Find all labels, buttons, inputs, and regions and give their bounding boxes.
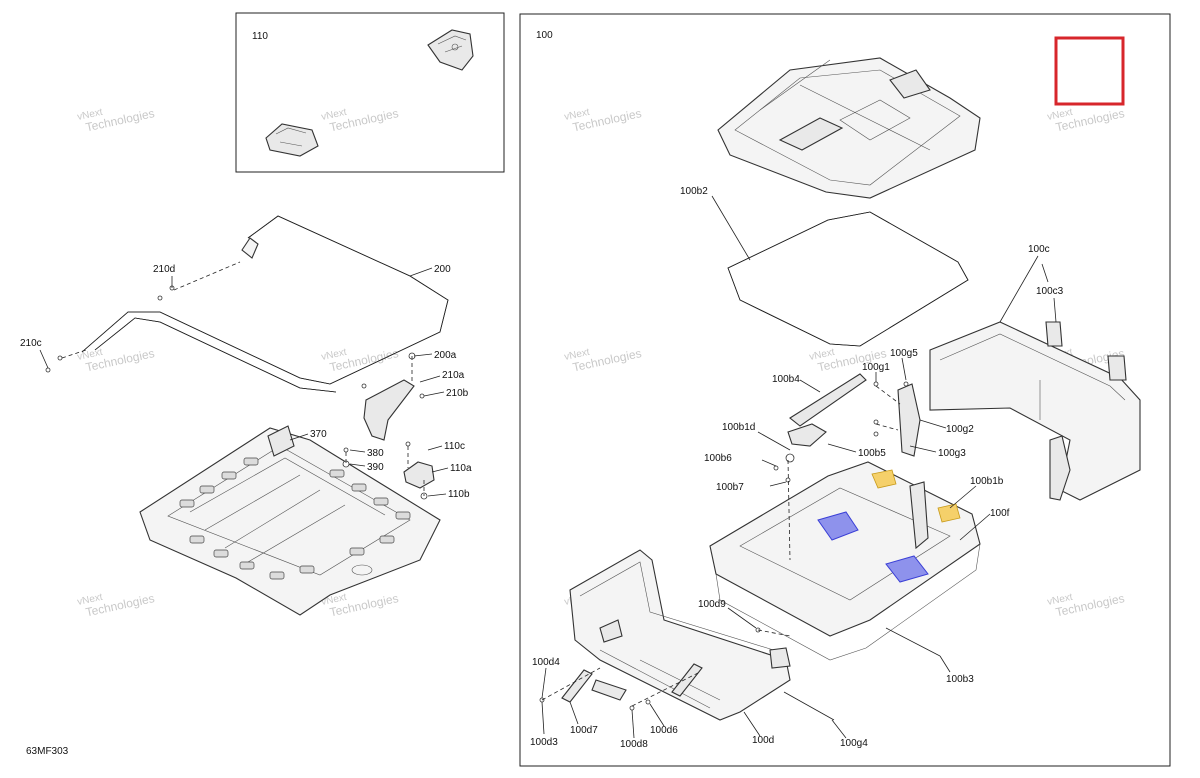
leader-lines <box>39 195 1057 739</box>
callout-100d: 100d <box>752 735 774 746</box>
callout-100g5: 100g5 <box>890 348 918 359</box>
main-panel-border <box>519 13 1171 767</box>
callout-100b1d: 100b1d <box>722 422 755 433</box>
rod-part <box>885 627 941 657</box>
right-wall-part <box>929 321 1141 501</box>
callout-100c3: 100c3 <box>1036 286 1064 297</box>
callout-390: 390 <box>367 462 384 473</box>
mounting-bracket-part <box>363 379 415 441</box>
highlight-box <box>1054 36 1125 106</box>
watermark-small: vNext <box>320 107 348 123</box>
rack-frame-part <box>81 215 449 393</box>
callout-370: 370 <box>310 429 327 440</box>
callout-210b: 210b <box>446 388 469 399</box>
tie-down-bracket-part <box>265 123 319 157</box>
watermark-small: vNext <box>563 347 591 363</box>
latch-part <box>897 383 921 457</box>
callout-210c: 210c <box>20 338 42 349</box>
callout-210d: 210d <box>153 264 175 275</box>
lid-part <box>717 57 981 199</box>
callout-100b7: 100b7 <box>716 482 744 493</box>
callout-100d3: 100d3 <box>530 737 558 748</box>
strap-part <box>787 373 867 447</box>
seal-part <box>727 211 969 347</box>
watermark-small: vNext <box>76 107 104 123</box>
assembly-lines <box>61 261 901 707</box>
callout-100b1b: 100b1b <box>970 476 1004 487</box>
diagram-code: 63MF303 <box>26 746 69 757</box>
callout-100b2: 100b2 <box>680 186 708 197</box>
callout-210a: 210a <box>442 370 465 381</box>
clip-part <box>403 461 435 489</box>
inset-panel-border <box>235 12 505 173</box>
callout-100d9: 100d9 <box>698 599 726 610</box>
callout-380: 380 <box>367 448 384 459</box>
callout-100c: 100c <box>1028 244 1050 255</box>
callout-100d6: 100d6 <box>650 725 678 736</box>
callout-100d8: 100d8 <box>620 739 648 750</box>
watermark-small: vNext <box>1046 592 1074 608</box>
rod-part <box>783 691 835 721</box>
callout-100g3: 100g3 <box>938 448 966 459</box>
callout-200: 200 <box>434 264 451 275</box>
callout-100b3: 100b3 <box>946 674 974 685</box>
watermark-small: vNext <box>808 347 836 363</box>
callout-100b6: 100b6 <box>704 453 732 464</box>
callout-100f: 100f <box>990 508 1010 519</box>
base-plate-part <box>139 425 441 616</box>
callout-200a: 200a <box>434 350 457 361</box>
callout-110b: 110b <box>448 489 470 500</box>
callout-100g1: 100g1 <box>862 362 890 373</box>
callout-labels: 210d 210c 200 200a 210a 210b 370 380 390… <box>20 186 1064 750</box>
hinge-part <box>561 663 703 703</box>
callout-100g2: 100g2 <box>946 424 974 435</box>
watermark-small: vNext <box>76 592 104 608</box>
callout-110c: 110c <box>444 441 465 452</box>
watermark-small: vNext <box>563 107 591 123</box>
callout-100b5: 100b5 <box>858 448 886 459</box>
callout-110a: 110a <box>450 463 472 474</box>
callout-100d4: 100d4 <box>532 657 560 668</box>
main-panel-label: 100 <box>536 30 553 41</box>
front-wall-part <box>569 549 791 721</box>
callout-100d7: 100d7 <box>570 725 598 736</box>
tie-down-bracket-part <box>427 29 474 71</box>
inset-panel-label: 110 <box>252 31 268 42</box>
callout-100b4: 100b4 <box>772 374 800 385</box>
tub-part <box>709 461 981 661</box>
watermark-small: vNext <box>320 347 348 363</box>
callout-100g4: 100g4 <box>840 738 868 749</box>
watermark-small: vNext <box>1046 107 1074 123</box>
